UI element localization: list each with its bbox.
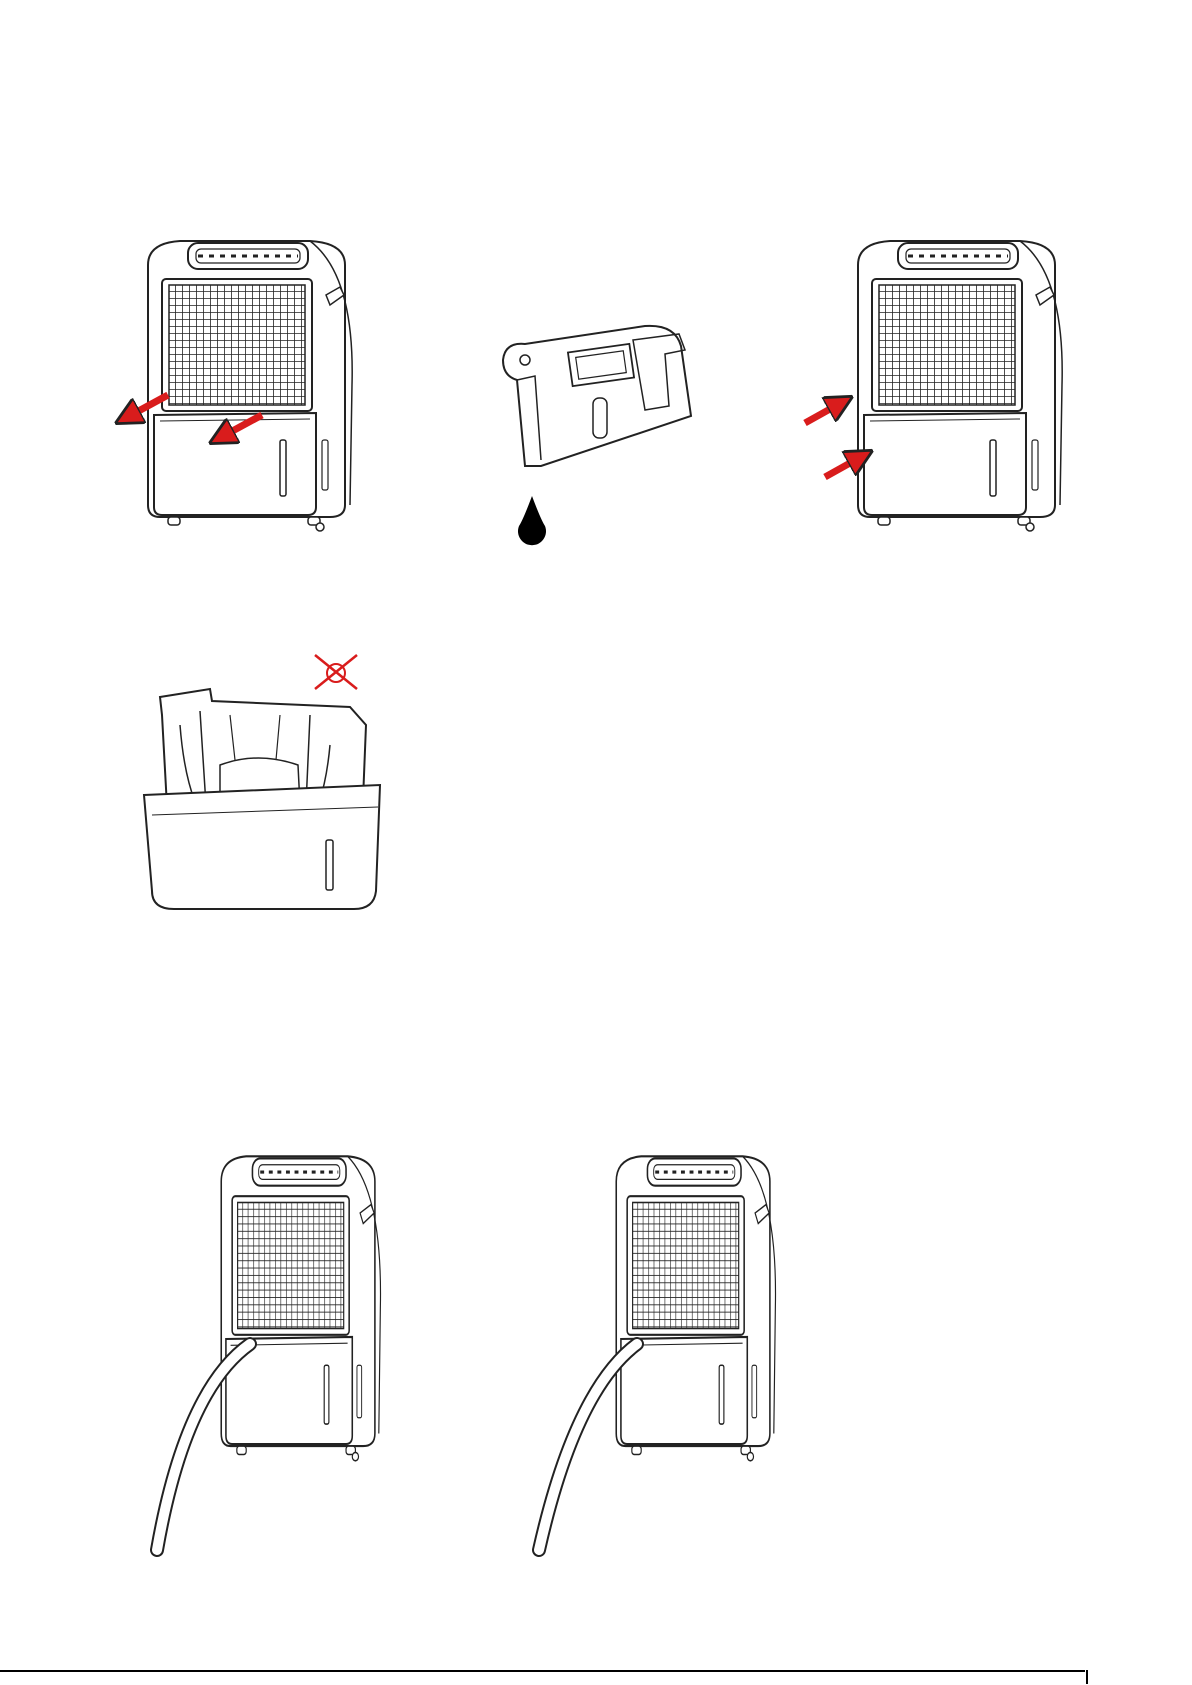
figure-replace-tank (800, 235, 1070, 555)
prohibited-icon (315, 655, 357, 689)
figure-remove-tank (110, 235, 360, 555)
arrow-in-icon (805, 399, 848, 423)
water-drop-icon (518, 496, 546, 545)
figure-empty-tank (495, 320, 705, 550)
footer-tick (1086, 1670, 1088, 1684)
figure-hose-without-tank (525, 1150, 795, 1560)
figure-do-not-remove-float (140, 655, 390, 915)
footer-rule (0, 1670, 1085, 1672)
figure-hose-with-tank (145, 1150, 415, 1560)
